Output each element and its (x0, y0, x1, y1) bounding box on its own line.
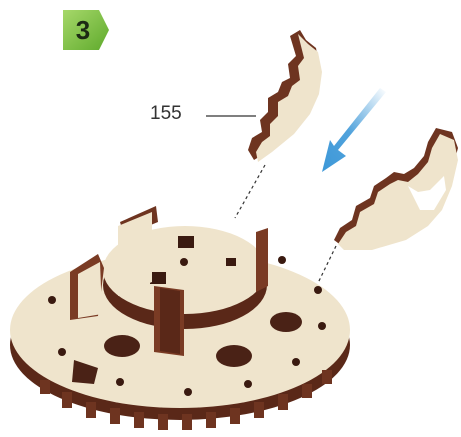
guide-line-left (235, 165, 265, 218)
right-piece (334, 128, 458, 250)
part-155-piece (248, 30, 322, 162)
guide-line-right (318, 246, 336, 283)
blue-direction-arrow-icon (322, 88, 386, 172)
